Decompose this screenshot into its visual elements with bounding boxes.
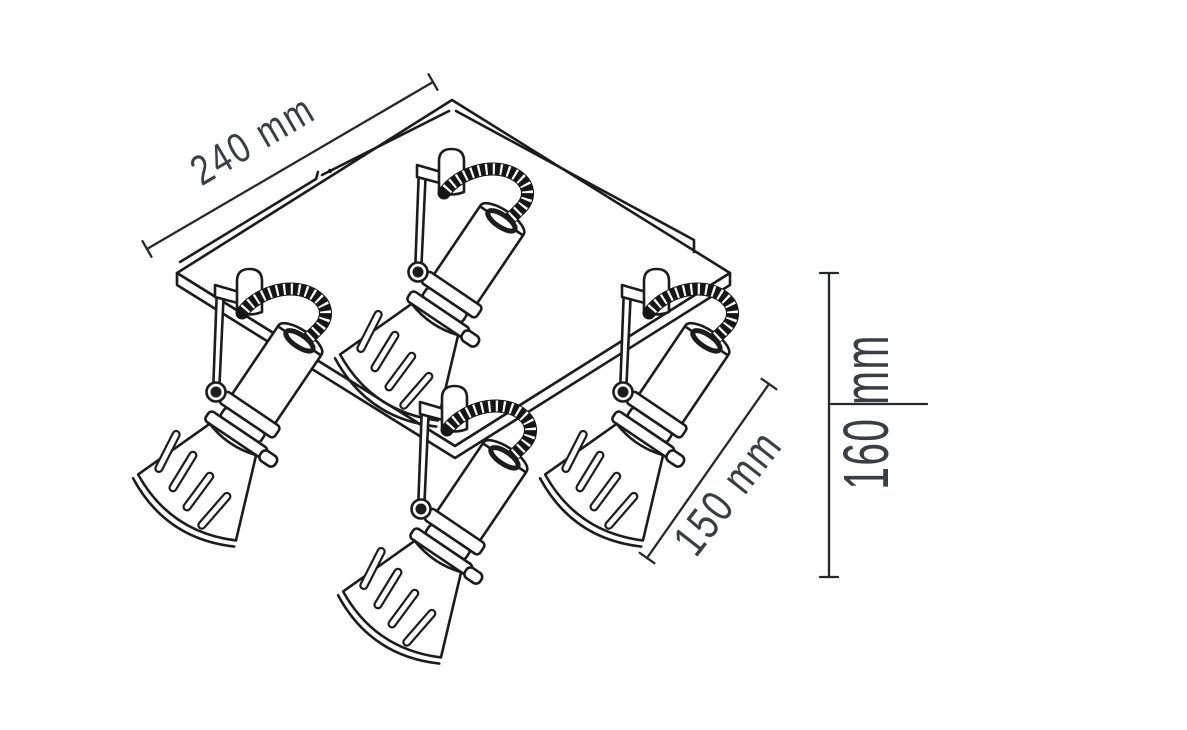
dimension-tick xyxy=(760,377,778,391)
dimension-line xyxy=(645,382,771,560)
dimension-tick xyxy=(141,240,153,258)
spotlight-left xyxy=(124,269,356,560)
mounting-screw-dot xyxy=(327,168,333,174)
plate-rim-lines xyxy=(178,109,696,264)
dimension-label-height: 160 mm xyxy=(831,334,902,490)
plate-rim-line-right xyxy=(454,109,696,254)
dimension-tick xyxy=(638,551,656,565)
plate-side-walls xyxy=(175,271,732,460)
plate-rim-line-left xyxy=(178,109,451,264)
spotlight-bottom xyxy=(329,386,561,677)
dimension-label-width: 240 mm xyxy=(183,86,323,195)
dimension-tick xyxy=(427,73,439,91)
dimension-height: 160 mm xyxy=(818,271,929,579)
dimension-line xyxy=(145,80,435,251)
